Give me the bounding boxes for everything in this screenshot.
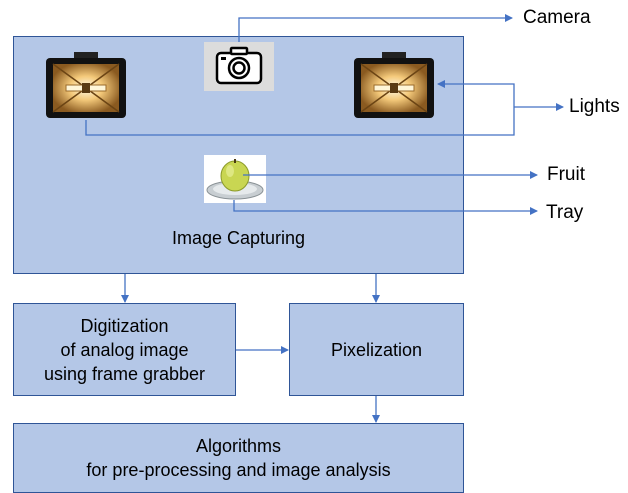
image-capturing-label: Image Capturing bbox=[171, 228, 306, 248]
digitization-box: Digitization of analog image using frame… bbox=[13, 303, 236, 396]
tray-label: Tray bbox=[546, 202, 584, 223]
camera-icon bbox=[204, 42, 274, 91]
algorithms-line-2: for pre-processing and image analysis bbox=[86, 460, 391, 480]
left-floodlight-icon bbox=[44, 50, 128, 120]
pixelization-box: Pixelization bbox=[289, 303, 464, 396]
algorithms-line-1: Algorithms bbox=[195, 436, 282, 456]
lights-label: Lights bbox=[569, 96, 620, 117]
pixelization-label: Pixelization bbox=[330, 340, 423, 360]
right-floodlight-icon bbox=[352, 50, 436, 120]
digitization-line-1: Digitization bbox=[80, 316, 169, 336]
guava-on-tray-icon bbox=[204, 155, 266, 203]
digitization-line-2: of analog image bbox=[60, 340, 189, 360]
digitization-line-3: using frame grabber bbox=[43, 364, 206, 384]
camera-label: Camera bbox=[523, 7, 591, 28]
fruit-label: Fruit bbox=[547, 164, 585, 185]
algorithms-box: Algorithms for pre-processing and image … bbox=[13, 423, 464, 493]
tray-connector bbox=[233, 200, 538, 215]
left-lamp-connector bbox=[85, 80, 515, 136]
camera-connector bbox=[238, 14, 513, 42]
